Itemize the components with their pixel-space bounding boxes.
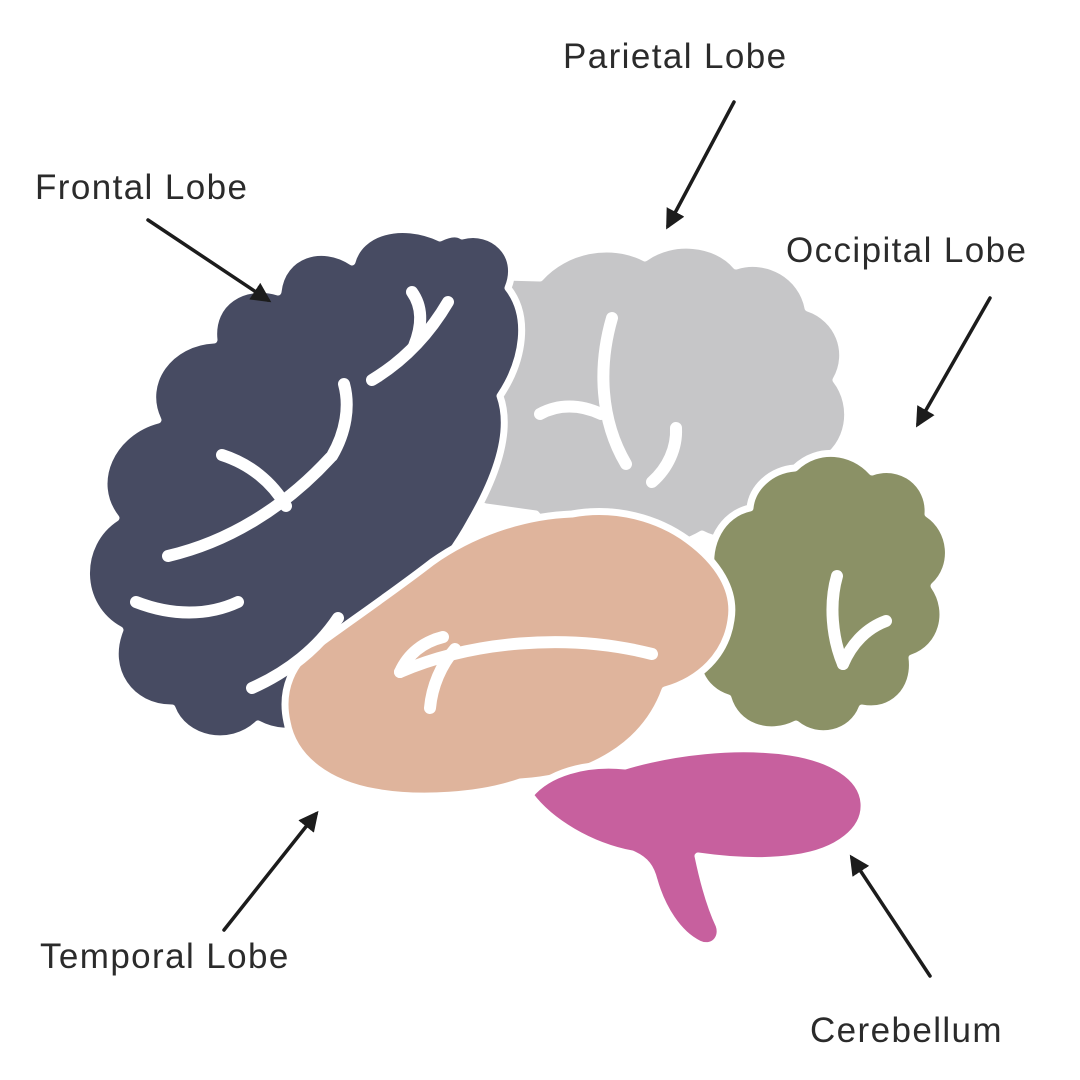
- cerebellum-label: Cerebellum: [810, 1011, 1003, 1050]
- parietal-lobe-arrow: [666, 100, 736, 230]
- temporal-lobe-shape: [281, 508, 736, 800]
- frontal-sulci: [130, 286, 454, 694]
- occipital-lobe-arrow: [916, 296, 992, 428]
- occipital-lobe-label: Occipital Lobe: [786, 231, 1028, 270]
- frontal-lobe-label: Frontal Lobe: [35, 168, 249, 207]
- pointer-arrows: [146, 100, 992, 978]
- cerebellum-arrow: [849, 854, 932, 978]
- temporal-lobe-label: Temporal Lobe: [40, 937, 290, 976]
- temporal-lobe-arrow: [222, 810, 319, 932]
- cerebellum-shape: [526, 745, 868, 950]
- parietal-lobe-label: Parietal Lobe: [563, 37, 788, 76]
- parietal-sulci: [534, 312, 683, 488]
- occipital-sulci: [826, 570, 892, 670]
- temporal-sulci: [394, 631, 658, 714]
- frontal-lobe-arrow: [146, 218, 272, 303]
